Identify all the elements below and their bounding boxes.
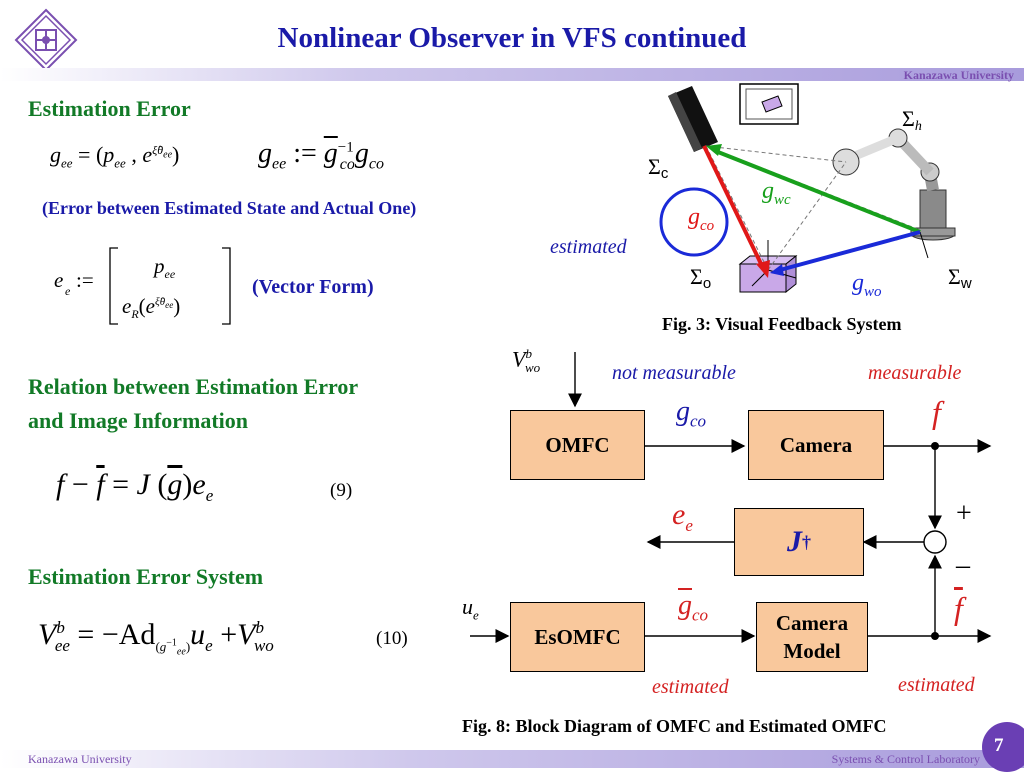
fig8-caption: Fig. 8: Block Diagram of OMFC and Estima… (462, 716, 887, 736)
slide-title: Nonlinear Observer in VFS continued (277, 22, 747, 54)
footer-lab: Systems & Control Laboratory (831, 752, 980, 766)
vector-form-note: (Vector Form) (252, 276, 374, 298)
signal-f-bar-label: f (954, 590, 963, 626)
estimated-left-label: estimated (652, 676, 729, 698)
university-name-top: Kanazawa University (903, 68, 1014, 82)
camera-block: Camera (748, 410, 884, 480)
footer-university: Kanazawa University (28, 752, 132, 766)
equation-10-number: (10) (376, 628, 408, 649)
equation-gee-definition: gee = (pee , eξ̂θee) (50, 142, 180, 171)
jacobian-block: J† (734, 508, 864, 576)
esomfc-block: EsOMFC (510, 602, 645, 672)
page-number: 7 (994, 735, 1004, 756)
signal-f-label: f (932, 394, 941, 430)
robot-arm-icon (832, 128, 956, 241)
heading-relation-line1: Relation between Estimation Error (28, 374, 359, 399)
sum-minus-sign: – (956, 550, 970, 581)
equation-gee-error: gee := g−1cogco (258, 138, 384, 173)
input-vwo-label: Vbwo (512, 346, 541, 375)
signal-gco-label: gco (676, 396, 707, 431)
camera-model-line2: Model (783, 639, 841, 663)
equation-9-number: (9) (330, 480, 353, 501)
header-bar (0, 68, 1024, 81)
fig3-estimated-label: estimated (550, 236, 627, 258)
signal-gco-bar-label: gco (678, 590, 709, 625)
heading-estimation-error: Estimation Error (28, 96, 191, 121)
camera-icon (668, 86, 718, 152)
error-note: (Error between Estimated State and Actua… (42, 198, 417, 218)
estimated-right-label: estimated (898, 674, 975, 696)
heading-estimation-error-system: Estimation Error System (28, 564, 264, 589)
camera-model-line1: Camera (775, 610, 849, 635)
signal-ee-label: ee (672, 498, 693, 535)
measurable-label: measurable (868, 362, 962, 384)
summing-junction (923, 530, 947, 554)
sum-plus-sign: + (956, 498, 972, 529)
fig3-caption: Fig. 3: Visual Feedback System (662, 314, 902, 334)
not-measurable-label: not measurable (612, 362, 736, 384)
heading-relation-line2: and Image Information (28, 408, 249, 433)
equation-10: Vbee = −Ad(g−1ee)ue +Vbwo (38, 618, 274, 658)
footer-bar (0, 750, 1024, 768)
visual-feedback-system-figure: Σh Σc Σo Σw gwc gco gwo (648, 83, 972, 300)
equation-9: f − f = J (g)ee (56, 468, 214, 505)
camera-model-block: Camera Model (756, 602, 868, 672)
omfc-block: OMFC (510, 410, 645, 480)
input-ue-label: ue (462, 594, 479, 623)
page-number-badge: 7 (982, 722, 1024, 772)
